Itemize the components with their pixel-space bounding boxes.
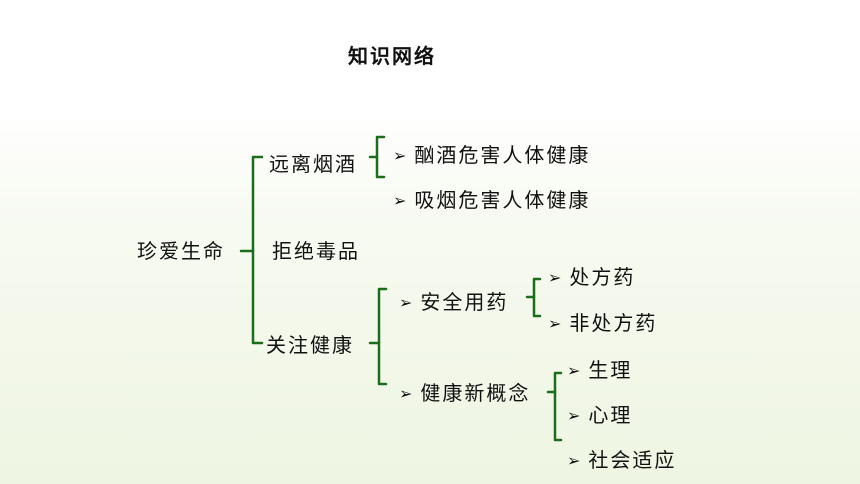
node-health-concept: ➢ 健康新概念 [399,379,530,409]
branch-refuse-drugs: 拒绝毒品 [272,239,360,263]
node-label: 健康新概念 [420,381,531,405]
root-node: 珍爱生命 [137,239,225,263]
arrow-icon: ➢ [399,293,415,312]
arrow-icon: ➢ [548,268,564,287]
node-otc: ➢ 非处方药 [548,309,657,339]
node-social-adaptation: ➢ 社会适应 [567,446,676,476]
branch-stay-away: 远离烟酒 [269,152,357,176]
diagram-title: 知识网络 [348,44,436,68]
arrow-icon: ➢ [393,146,409,165]
arrow-icon: ➢ [567,406,583,425]
arrow-icon: ➢ [393,191,409,210]
branch-health: 关注健康 [266,333,354,357]
node-label: 心理 [588,403,633,427]
arrow-icon: ➢ [567,451,583,470]
node-psychological: ➢ 心理 [567,401,632,431]
node-alcohol-harm: ➢ 酗酒危害人体健康 [393,141,590,171]
node-smoking-harm: ➢ 吸烟危害人体健康 [393,186,590,216]
arrow-icon: ➢ [548,314,564,333]
node-label: 安全用药 [420,290,509,314]
node-safe-medication: ➢ 安全用药 [399,288,508,318]
node-label: 社会适应 [588,448,677,472]
arrow-icon: ➢ [399,384,415,403]
concept-bracket [553,371,563,442]
root-bracket [251,155,264,345]
health-bracket [377,287,388,386]
node-label: 非处方药 [569,311,658,335]
node-label: 酗酒危害人体健康 [414,143,591,167]
node-label: 生理 [588,358,633,382]
node-label: 处方药 [569,265,636,289]
node-label: 吸烟危害人体健康 [414,188,591,212]
arrow-icon: ➢ [567,361,583,380]
node-physiological: ➢ 生理 [567,356,632,386]
node-prescription: ➢ 处方药 [548,263,635,293]
